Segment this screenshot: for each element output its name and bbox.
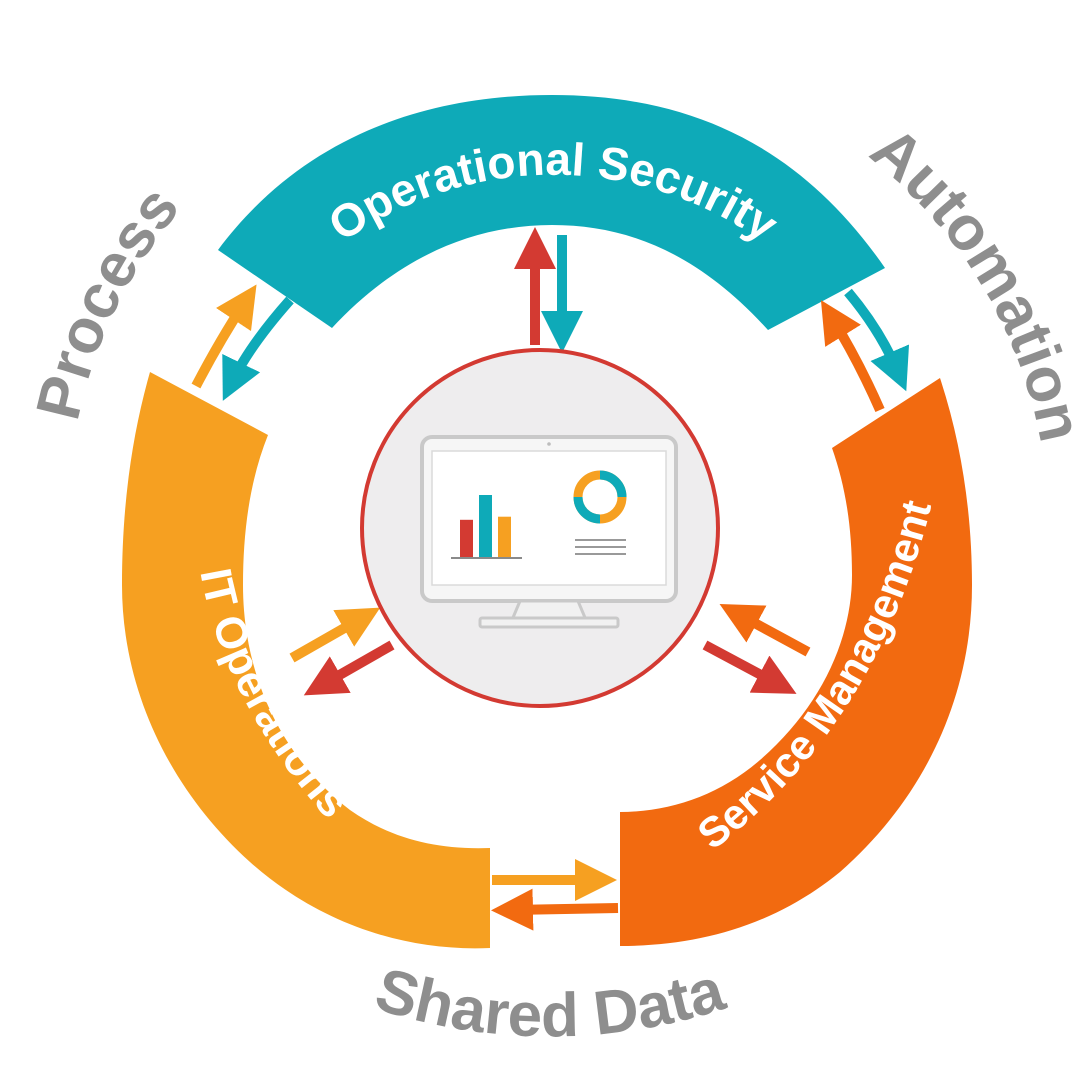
service-to-itops-arrow — [491, 888, 619, 931]
mini-bar-chart-icon — [460, 495, 511, 557]
it-operations-segment — [122, 372, 490, 949]
mini-bar-3 — [498, 516, 511, 557]
operational-security-segment — [218, 95, 885, 330]
mini-donut-chart-icon — [573, 470, 627, 524]
mini-bar-2 — [479, 495, 492, 557]
service-to-center-arrow — [719, 603, 811, 657]
security-to-service-arrow — [844, 288, 910, 392]
service-to-security-arrow — [820, 300, 885, 413]
shared-data-label: Shared Data — [368, 955, 732, 1051]
mini-text-lines — [575, 539, 626, 555]
itops-to-security-arrow — [191, 284, 257, 389]
center-to-service-arrow — [702, 640, 797, 694]
service-management-segment — [620, 378, 972, 946]
automation-label: Automation — [858, 114, 1080, 448]
center-to-itops-arrow — [303, 640, 395, 696]
mini-bar-1 — [460, 519, 473, 557]
security-to-itops-arrow — [222, 296, 294, 401]
itops-to-center-arrow — [289, 607, 381, 663]
